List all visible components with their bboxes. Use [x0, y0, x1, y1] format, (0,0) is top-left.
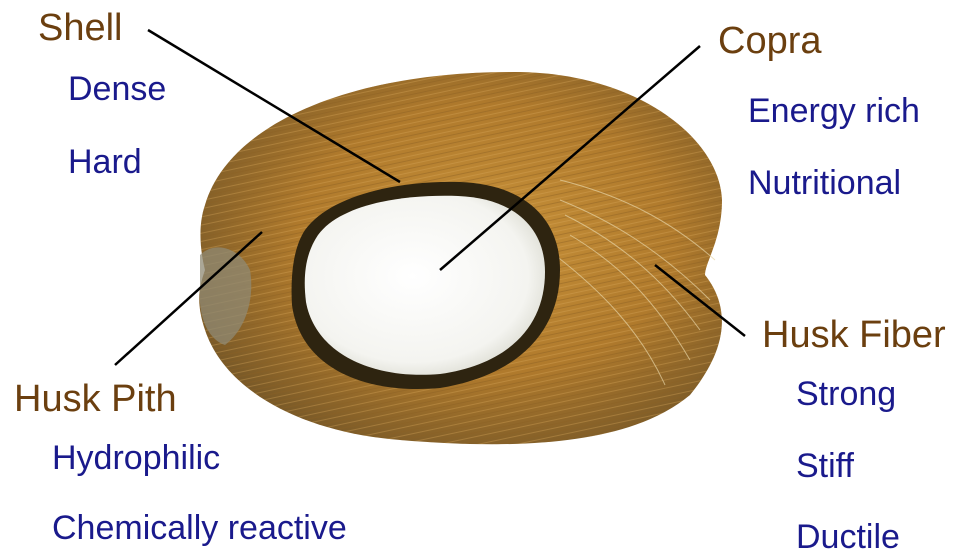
shell-property-hard: Hard: [68, 145, 142, 179]
copra-property-energy-rich: Energy rich: [748, 94, 920, 128]
husk-fiber-label: Husk Fiber: [762, 316, 946, 354]
husk-fiber-property-stiff: Stiff: [796, 449, 854, 483]
shell-label: Shell: [38, 9, 123, 47]
husk-fiber-property-strong: Strong: [796, 377, 896, 411]
husk-pith-property-chemically-reactive: Chemically reactive: [52, 511, 347, 545]
copra-label: Copra: [718, 22, 822, 60]
husk-fiber-property-ductile: Ductile: [796, 520, 900, 554]
husk-pith-property-hydrophilic: Hydrophilic: [52, 441, 220, 475]
husk-pith-label: Husk Pith: [14, 380, 177, 418]
copra-property-nutritional: Nutritional: [748, 166, 901, 200]
shell-property-dense: Dense: [68, 72, 166, 106]
